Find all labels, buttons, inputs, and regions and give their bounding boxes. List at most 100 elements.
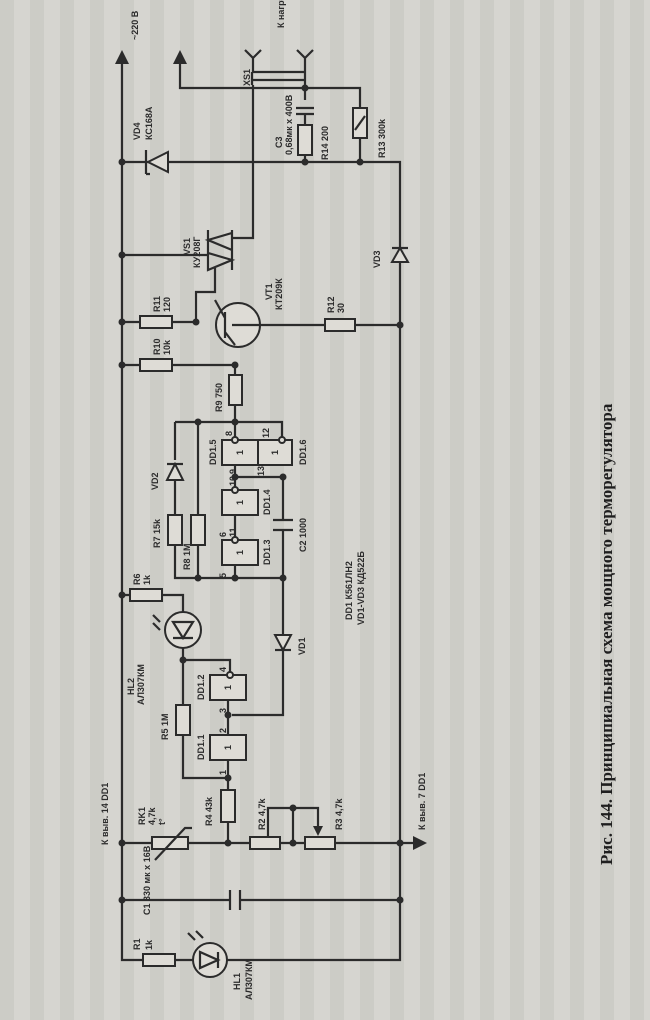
r2-resistor (249, 836, 281, 850)
figure-caption: Рис. 144. Принципиальная схема мощного т… (597, 403, 616, 865)
r11-label: R11 (152, 296, 162, 312)
hl1-led (187, 930, 228, 978)
dd16-label: DD1.6 (298, 439, 308, 465)
r12-resistor (324, 318, 356, 332)
vd2-diode (165, 461, 185, 481)
gate-symbol: 1 (270, 450, 280, 455)
r5-label: R5 1M (160, 713, 170, 740)
r5-resistor (175, 704, 191, 736)
note-dd1: DD1 К561ЛН2 (344, 561, 354, 620)
pin-number: 9 (228, 469, 238, 474)
vs1-type: КУ208Г (192, 237, 202, 268)
vd1-diode (273, 634, 293, 653)
pin-number: 10 (228, 476, 238, 486)
r7-label: R7 15k (152, 518, 162, 548)
r11-resistor (139, 315, 173, 329)
dd12-label: DD1.2 (196, 674, 206, 700)
xs1-connector (244, 49, 314, 88)
r1-value: 1k (144, 939, 154, 950)
load-label: К нагрузке (276, 0, 286, 28)
hl1-type: АЛ307КМ (244, 959, 254, 1000)
junctions (118, 84, 404, 904)
rk1-thermistor (151, 826, 192, 861)
r3-label: R3 4,7k (334, 797, 344, 830)
pin-number: 5 (218, 573, 228, 578)
gate-symbol: 1 (223, 745, 233, 750)
r1-label: R1 (132, 938, 142, 950)
gate-symbol: 1 (235, 450, 245, 455)
c1-capacitor (228, 890, 242, 910)
gate-symbol: 1 (223, 685, 233, 690)
note-vd: VD1-VD3 КД522Б (356, 551, 366, 625)
rk1-temp: t° (157, 818, 167, 825)
c2-label: C2 1000 (298, 518, 308, 552)
vd4-type: КС168А (144, 106, 154, 140)
r7-resistor (167, 514, 183, 546)
vs1-triac (204, 230, 236, 272)
r11-value: 120 (162, 297, 172, 312)
r1-resistor (142, 953, 176, 967)
vd4-label: VD4 (132, 122, 142, 140)
pin-number: 11 (228, 527, 238, 537)
c3-label: C3 (274, 136, 284, 148)
c3-value: 0,68мк х 400В (284, 94, 294, 155)
hl2-label: HL2 (126, 678, 136, 695)
r2-label: R2 4,7k (257, 797, 267, 830)
rk1-label: RK1 (137, 807, 147, 825)
vt1-transistor (214, 299, 261, 348)
supply-arrow-icon (173, 50, 187, 64)
xs1-label: XS1 (242, 69, 252, 86)
supply-label: ~220 В (130, 10, 140, 40)
vd3-diode (390, 245, 410, 263)
r9-label: R9 750 (214, 383, 224, 412)
r14-resistor (297, 124, 313, 156)
pin7-arrow-icon (413, 836, 427, 850)
supply-arrow-icon (115, 50, 129, 64)
vd3-label: VD3 (372, 250, 382, 268)
rk1-value: 4,7k (147, 806, 157, 825)
hl2-led (152, 611, 202, 649)
r8-resistor (190, 514, 206, 546)
r6-value: 1k (142, 574, 152, 585)
pin-number: 1 (218, 770, 228, 775)
c3-capacitor (296, 106, 314, 125)
r3-potentiometer (304, 826, 336, 850)
pin-number: 3 (218, 708, 228, 713)
r12-value: 30 (336, 303, 346, 313)
vt1-type: КТ209К (274, 278, 284, 310)
logic-gates (209, 436, 293, 761)
vt1-label: VT1 (264, 283, 274, 300)
r13-label: R13 300k (377, 118, 387, 158)
r10-value: 10k (162, 339, 172, 355)
r8-label: R8 1M (182, 543, 192, 570)
hl2-type: АЛ307КМ (136, 664, 146, 705)
r9-resistor (228, 374, 243, 406)
dd13-label: DD1.3 (262, 539, 272, 565)
vs1-label: VS1 (182, 238, 192, 255)
r4-label: R4 43k (204, 796, 214, 826)
r4-resistor (220, 789, 236, 823)
dd14-label: DD1.4 (262, 489, 272, 515)
r6-label: R6 (132, 573, 142, 585)
r12-label: R12 (326, 296, 336, 313)
hl1-label: HL1 (232, 973, 242, 990)
r6-resistor (129, 588, 163, 602)
pin7-label: К выв. 7 DD1 (417, 773, 427, 830)
dd11-label: DD1.1 (196, 734, 206, 760)
pin-number: 2 (218, 728, 228, 733)
vd2-label: VD2 (150, 472, 160, 490)
dd15-label: DD1.5 (208, 439, 218, 465)
r14-label: R14 200 (320, 126, 330, 160)
pin-number: 12 (261, 428, 271, 438)
c2-capacitor (273, 518, 293, 532)
vd1-label: VD1 (297, 637, 307, 655)
c1-label: C1 330 мк х 16В (142, 845, 152, 915)
r10-resistor (139, 358, 173, 372)
vd4-zener-diode (144, 150, 169, 176)
gate-symbol: 1 (235, 550, 245, 555)
pin-number: 6 (218, 532, 228, 537)
pin-number: 13 (256, 466, 266, 476)
r10-label: R10 (152, 338, 162, 355)
